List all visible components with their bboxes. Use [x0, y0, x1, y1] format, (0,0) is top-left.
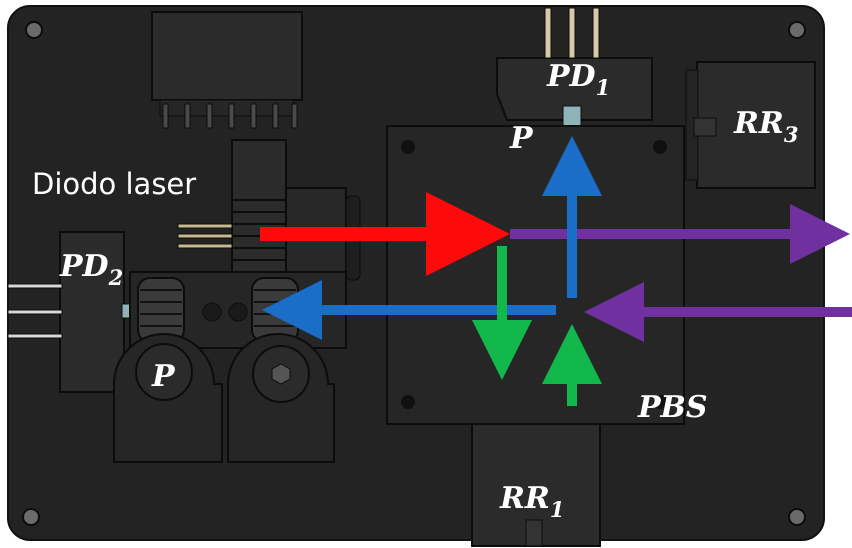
screw-icon [23, 509, 39, 525]
pd1-sensor-icon [563, 106, 581, 126]
pbs-label: PBS [637, 390, 708, 425]
gear-icon [138, 278, 184, 342]
screw-icon [26, 22, 42, 38]
top-connector [152, 12, 302, 128]
pbs-mount-plate [387, 126, 684, 424]
polarizer-label-top: P [509, 121, 534, 156]
hex-screw-icon [272, 364, 290, 384]
laser-label: Diodo laser [32, 167, 196, 201]
polarizer-label-left: P [151, 359, 176, 394]
screw-icon [789, 22, 805, 38]
screw-icon [789, 509, 805, 525]
